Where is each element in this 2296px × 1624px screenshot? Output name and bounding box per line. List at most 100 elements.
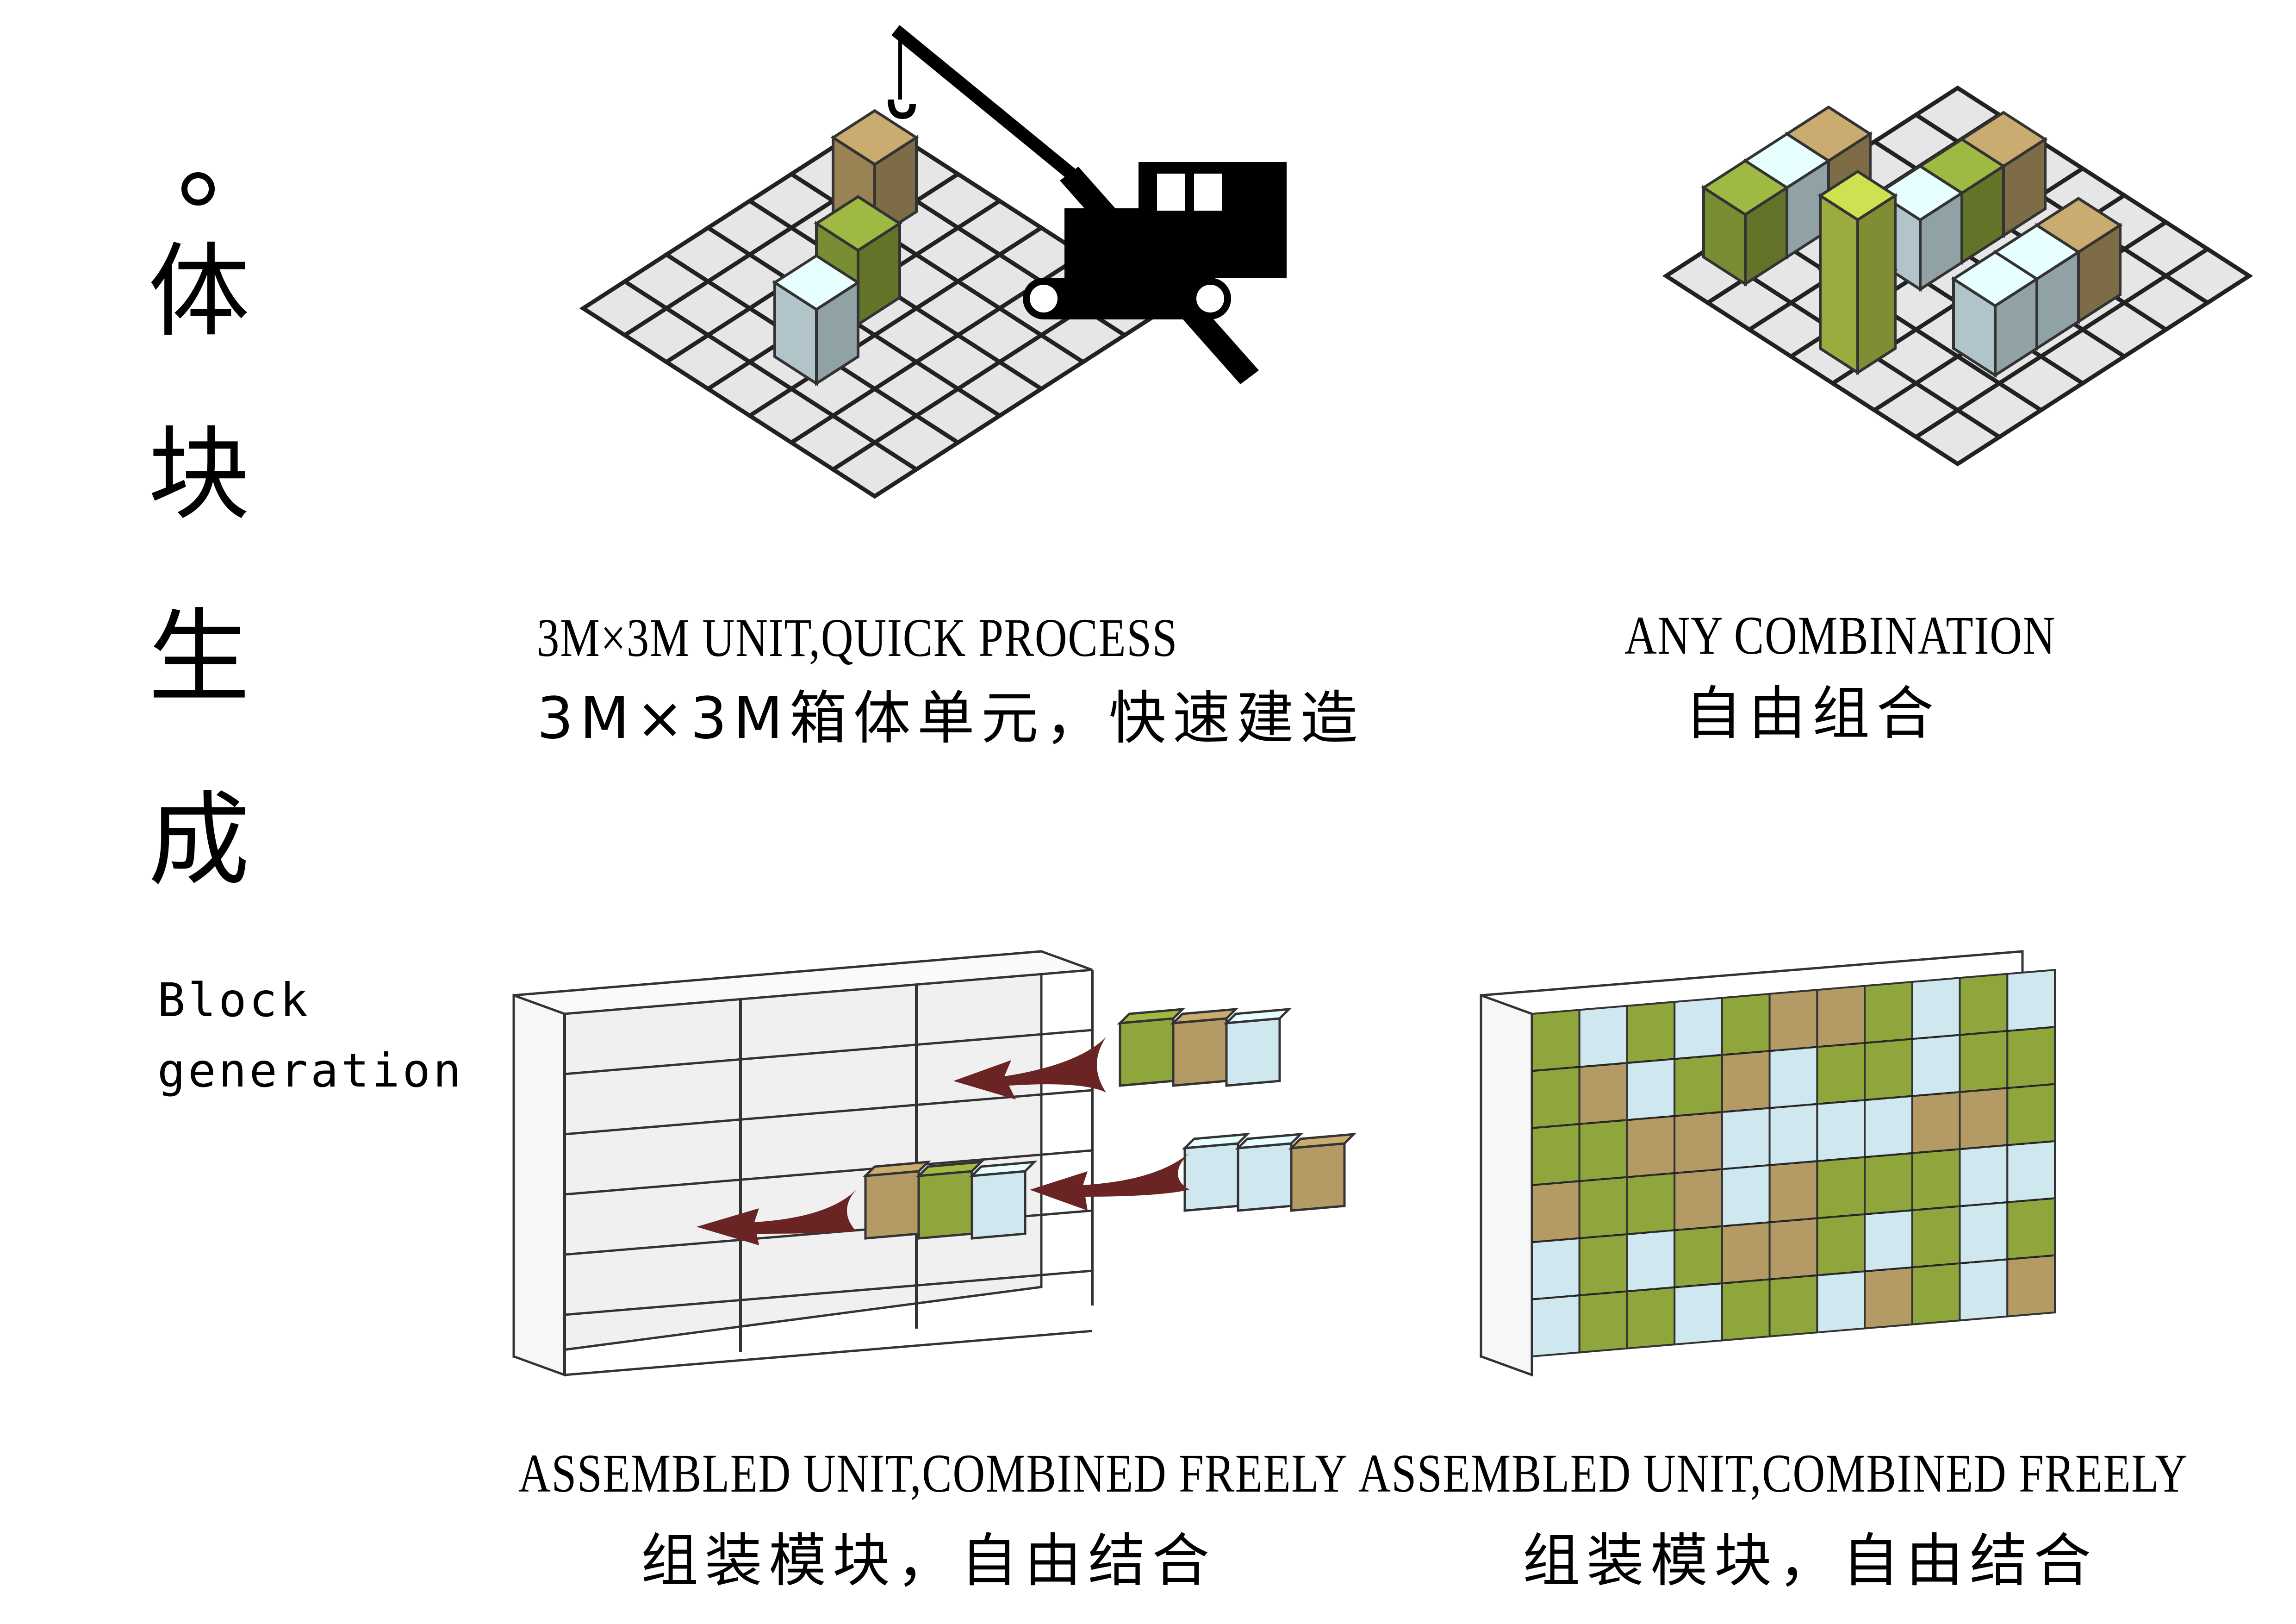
crane-track xyxy=(1023,278,1231,319)
module-group-2-box-top xyxy=(1288,1132,1357,1150)
facade-module xyxy=(1721,1221,1771,1285)
facade-module xyxy=(1959,1144,2009,1207)
title-char-1: 体 xyxy=(148,232,250,351)
facade-dashed-floor xyxy=(1531,1083,2055,1129)
frame-floor-line xyxy=(564,1089,1093,1136)
subtitle-line-2: generation xyxy=(157,1043,464,1098)
panel-1-caption-en: 3M×3M UNIT,QUICK PROCESS xyxy=(537,607,1178,668)
facade-module xyxy=(1959,1258,2009,1322)
panel-4-caption-en: ASSEMBLED UNIT,COMBINED FREELY xyxy=(1358,1443,2188,1504)
subtitle-line-1: Block xyxy=(157,973,311,1027)
facade-module xyxy=(1578,1290,1628,1354)
panel-frame-insertion xyxy=(512,950,1357,1377)
module-group-3-box-top xyxy=(915,1160,984,1178)
lightblue-module-top-face xyxy=(772,254,861,311)
facade-module xyxy=(1816,1270,1866,1334)
facade-module xyxy=(1626,1286,1676,1349)
panel-3-caption-zh: 组装模块，自由结合 xyxy=(641,1528,1216,1594)
facade-module xyxy=(1768,1274,1818,1337)
frame-floor-line xyxy=(564,1269,1093,1316)
tan-module-top-face xyxy=(830,109,919,166)
facade-module xyxy=(1721,993,1771,1056)
module-group-1-box-front xyxy=(1225,1017,1281,1087)
facade-module xyxy=(1674,1054,1723,1117)
module-group-3-box-top xyxy=(969,1160,1038,1178)
facade-module xyxy=(1911,1091,1961,1155)
facade-module xyxy=(1674,997,1723,1060)
facade-module xyxy=(2006,1026,2056,1089)
facade-module xyxy=(1531,1066,1580,1129)
facade-module xyxy=(1911,1205,1961,1268)
facade-module xyxy=(1864,1209,1913,1273)
facade-module xyxy=(1959,1087,2009,1150)
crane-wheel-1 xyxy=(1030,285,1058,312)
facade-module xyxy=(1674,1111,1723,1174)
facade-module xyxy=(1674,1168,1723,1231)
facade-module xyxy=(1959,973,2009,1036)
facade-module xyxy=(1959,1201,2009,1265)
facade-module xyxy=(1531,1237,1580,1300)
facade-module xyxy=(1768,1103,1818,1166)
facade-module xyxy=(1578,1233,1628,1297)
facade-module xyxy=(1864,1266,1913,1330)
module-group-2-box-top xyxy=(1182,1132,1251,1150)
facade-module xyxy=(1816,1042,1866,1105)
facade-module xyxy=(1578,1119,1628,1182)
facade-module xyxy=(1531,1180,1580,1243)
panel-2-caption-en: ANY COMBINATION xyxy=(1624,605,2056,666)
grid-cell xyxy=(829,440,921,499)
module-group-2-box-front xyxy=(1290,1142,1346,1212)
grid-cell xyxy=(1912,407,2004,467)
frame-side xyxy=(512,993,566,1377)
facade-module xyxy=(1626,1229,1676,1293)
facade-module xyxy=(1674,1282,1723,1346)
module-group-1-box-top xyxy=(1170,1007,1239,1025)
facade-module xyxy=(1911,1034,1961,1097)
title-char-4: 成 xyxy=(148,781,250,899)
panel-2-caption-zh: 自由组合 xyxy=(1685,681,1941,747)
facade-module xyxy=(2006,968,2056,1032)
facade-module xyxy=(1721,1107,1771,1170)
lightblue-module-top-face xyxy=(1951,250,2040,308)
facade-module xyxy=(2006,1197,2056,1261)
title-char-2: 块 xyxy=(148,415,250,534)
crane-hook xyxy=(888,99,916,119)
facade-module xyxy=(1959,1030,2009,1093)
facade-module xyxy=(1721,1050,1771,1113)
module-group-3-box-top xyxy=(862,1160,931,1178)
green-module-top-face xyxy=(1701,159,1790,216)
facade-module xyxy=(1768,1217,1818,1280)
module-group-2-box-front xyxy=(1183,1142,1239,1212)
facade-module xyxy=(2006,1254,2056,1318)
facade-module xyxy=(1816,1156,1866,1219)
module-group-1-box-top xyxy=(1223,1007,1292,1025)
panel-1-caption-zh: 3M×3M箱体单元，快速建造 xyxy=(537,685,1364,752)
facade-module xyxy=(1531,1123,1580,1187)
facade-module xyxy=(2006,1140,2056,1204)
facade-module xyxy=(2006,1083,2056,1146)
facade-dashed-floor xyxy=(1531,1254,2055,1300)
lime-module-front-face xyxy=(1819,193,1859,375)
facade-module xyxy=(1626,1115,1676,1178)
lightblue-module-top-face xyxy=(1876,164,1965,222)
arrow-icon xyxy=(1030,1153,1189,1211)
facade-module xyxy=(1864,1152,1913,1216)
panel-assembled-facade xyxy=(1480,950,2056,1377)
facade-module xyxy=(1816,1099,1866,1162)
module-group-2-box-front xyxy=(1237,1142,1293,1212)
frame-floor-line xyxy=(564,1149,1093,1196)
facade-module xyxy=(1768,989,1818,1052)
crane-icon xyxy=(888,25,1287,384)
facade-module xyxy=(1578,1062,1628,1125)
facade-module xyxy=(1626,1000,1676,1064)
crane-window-2 xyxy=(1194,174,1222,211)
facade-module xyxy=(1768,1160,1818,1224)
module-group-3-box-front xyxy=(971,1170,1027,1240)
facade-module xyxy=(1531,1009,1580,1072)
facade-module xyxy=(1816,985,1866,1048)
facade-dashed-floor xyxy=(1531,1197,2055,1243)
module-group-2-box-top xyxy=(1235,1132,1304,1150)
facade-side xyxy=(1480,993,1533,1377)
facade-module xyxy=(1911,1262,1961,1326)
